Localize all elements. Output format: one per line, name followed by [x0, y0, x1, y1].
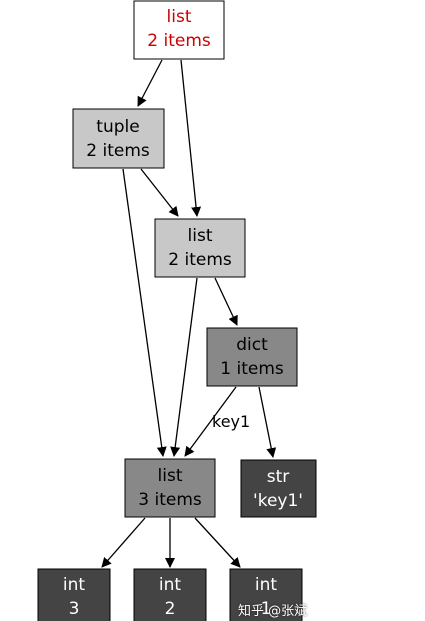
node-int2-type: int — [159, 575, 181, 595]
node-list3-type: list — [158, 466, 183, 486]
node-tuple: tuple 2 items — [72, 108, 165, 169]
node-dict-type: dict — [236, 335, 268, 355]
edges — [101, 59, 277, 568]
node-dict: dict 1 items — [206, 327, 298, 387]
node-int1-detail: 1 — [261, 599, 272, 619]
node-root-list-detail: 2 items — [147, 31, 211, 51]
edge-dict-to-str — [258, 386, 277, 458]
node-int3-type: int — [63, 575, 85, 595]
watermark-text: 知乎 @张斌 — [238, 604, 308, 619]
node-dict-detail: 1 items — [220, 359, 284, 379]
edge-tuple-to-inner-list — [140, 168, 179, 217]
node-str-key1: str 'key1' — [240, 459, 317, 518]
node-inner-list-detail: 2 items — [168, 250, 232, 270]
node-str-key1-type: str — [267, 467, 290, 487]
edge-label-key1: key1 — [212, 412, 250, 431]
node-tuple-type: tuple — [96, 117, 139, 137]
node-str-key1-detail: 'key1' — [253, 491, 303, 511]
node-int2: int 2 — [133, 568, 207, 621]
edge-list3-to-int3 — [101, 517, 146, 568]
node-int2-detail: 2 — [165, 599, 176, 619]
node-int1-type: int — [255, 575, 277, 595]
node-root-list: list 2 items — [133, 0, 225, 60]
node-inner-list-type: list — [188, 226, 213, 246]
edge-inner-list-to-list3 — [170, 277, 198, 457]
edge-root-to-inner-list — [180, 59, 202, 217]
node-int1: int 1 — [229, 568, 303, 621]
node-inner-list: list 2 items — [154, 218, 246, 278]
node-int3-detail: 3 — [69, 599, 80, 619]
edge-list3-to-int1 — [194, 517, 241, 568]
node-tuple-detail: 2 items — [86, 141, 150, 161]
edge-tuple-to-list3 — [122, 168, 167, 457]
node-list3-detail: 3 items — [138, 490, 202, 510]
edge-root-to-tuple — [137, 59, 163, 107]
edge-dict-to-list3 — [184, 386, 237, 457]
node-list3: list 3 items — [124, 458, 216, 518]
node-root-list-type: list — [167, 7, 192, 27]
edge-inner-list-to-dict — [214, 277, 238, 326]
node-int3: int 3 — [37, 568, 111, 621]
